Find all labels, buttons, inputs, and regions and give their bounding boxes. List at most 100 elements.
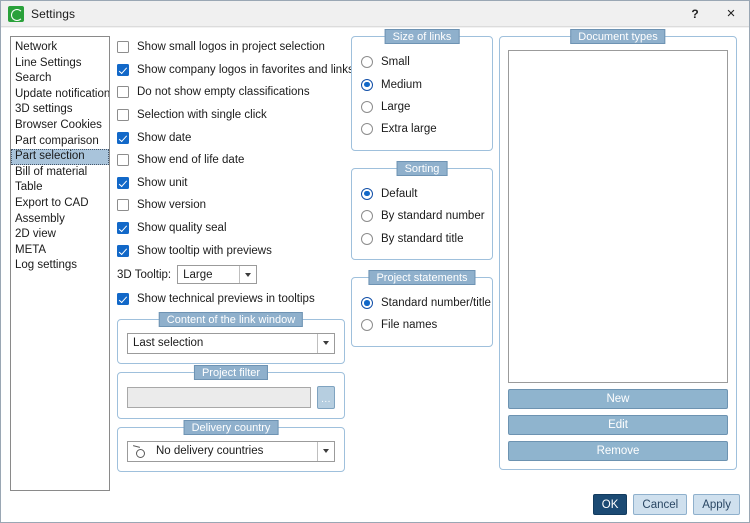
radio-label: Large — [381, 100, 411, 113]
radio-row-large[interactable]: Large — [361, 96, 483, 118]
radio-label: Small — [381, 56, 410, 69]
window-title: Settings — [31, 6, 76, 21]
checkbox-label: Do not show empty classifications — [137, 86, 310, 99]
chevron-down-icon[interactable] — [317, 441, 334, 461]
checkbox-label: Selection with single click — [137, 109, 267, 122]
radio-row-by-standard-number[interactable]: By standard number — [361, 205, 485, 227]
checkbox-show-end-of-life-date[interactable] — [117, 154, 129, 167]
radio-row-by-standard-title[interactable]: By standard title — [361, 227, 483, 249]
sidebar-item-line-settings[interactable]: Line Settings — [15, 56, 82, 69]
checkbox-row-show-small-logos[interactable]: Show small logos in project selection — [117, 36, 345, 59]
sidebar-item-search[interactable]: Search — [15, 72, 52, 85]
chevron-down-icon[interactable] — [317, 333, 334, 353]
checkbox-show-date[interactable] — [117, 131, 129, 144]
checkbox-row-show-tooltip-previews[interactable]: Show tooltip with previews — [117, 239, 345, 262]
settings-category-list[interactable]: Network Line Settings Search Update noti… — [10, 36, 110, 491]
tooltip-3d-row: 3D Tooltip: Large — [117, 262, 345, 288]
delivery-country-value: No delivery countries — [156, 445, 264, 458]
sidebar-item-browser-cookies[interactable]: Browser Cookies — [15, 118, 102, 131]
sidebar-item-update-notification[interactable]: Update notification — [15, 87, 110, 100]
radio-size-small[interactable] — [361, 56, 373, 69]
radio-label: Default — [381, 187, 418, 200]
sidebar-item-log-settings[interactable]: Log settings — [15, 259, 78, 272]
radio-row-small[interactable]: Small — [361, 51, 483, 73]
radio-label: By standard number — [381, 210, 485, 223]
edit-document-type-button[interactable]: Edit — [508, 415, 728, 435]
sidebar-item-assembly[interactable]: Assembly — [15, 212, 65, 225]
sidebar-item-2d-view[interactable]: 2D view — [15, 228, 56, 241]
dialog-footer: OK Cancel Apply — [592, 494, 740, 515]
radio-row-standard-number-title[interactable]: Standard number/title — [361, 292, 491, 314]
checkbox-row-show-end-of-life-date[interactable]: Show end of life date — [117, 149, 345, 172]
sidebar-item-bill-of-material[interactable]: Bill of material — [15, 165, 88, 178]
close-icon[interactable]: × — [726, 5, 736, 22]
radio-row-medium[interactable]: Medium — [361, 73, 483, 95]
new-document-type-button[interactable]: New — [508, 389, 728, 409]
checkbox-label: Show company logos in favorites and link… — [137, 63, 354, 76]
checkbox-show-company-logos[interactable] — [117, 63, 129, 76]
radio-size-large[interactable] — [361, 100, 373, 113]
checkbox-technical-previews[interactable] — [117, 293, 129, 306]
radio-sort-standard-title[interactable] — [361, 232, 373, 245]
delivery-country-select[interactable]: No delivery countries — [127, 440, 335, 462]
radio-sort-standard-number[interactable] — [361, 210, 373, 223]
link-window-select[interactable]: Last selection — [127, 332, 335, 354]
checkbox-show-version[interactable] — [117, 199, 129, 212]
checkbox-row-show-version[interactable]: Show version — [117, 194, 345, 217]
checkbox-show-small-logos[interactable] — [117, 41, 129, 54]
checkbox-show-unit[interactable] — [117, 176, 129, 189]
project-filter-browse-button[interactable]: ... — [317, 385, 335, 409]
group-project-statements: Project statements Standard number/title… — [351, 269, 493, 347]
checkbox-label: Show technical previews in tooltips — [137, 293, 315, 306]
checkbox-label: Show end of life date — [137, 154, 245, 167]
cancel-button[interactable]: Cancel — [633, 494, 688, 515]
checkbox-row-technical-previews[interactable]: Show technical previews in tooltips — [117, 288, 345, 311]
checkbox-label: Show version — [137, 199, 207, 212]
tooltip-3d-select[interactable]: Large — [177, 265, 258, 285]
checkbox-single-click-selection[interactable] — [117, 109, 129, 122]
sidebar-item-part-selection[interactable]: Part selection — [11, 149, 109, 165]
radio-row-extra-large[interactable]: Extra large — [361, 118, 483, 140]
checkbox-row-show-date[interactable]: Show date — [117, 126, 345, 149]
sidebar-item-network[interactable]: Network — [15, 41, 58, 53]
radio-size-medium[interactable] — [361, 78, 373, 91]
checkbox-row-show-quality-seal[interactable]: Show quality seal — [117, 217, 345, 240]
document-types-list[interactable] — [508, 50, 728, 383]
remove-document-type-button[interactable]: Remove — [508, 441, 728, 461]
dialog-body: Network Line Settings Search Update noti… — [1, 28, 749, 522]
radio-sort-default[interactable] — [361, 187, 373, 200]
radio-row-default[interactable]: Default — [361, 183, 483, 205]
apply-button[interactable]: Apply — [693, 494, 740, 515]
chevron-down-icon[interactable] — [239, 266, 256, 284]
checkbox-label: Show quality seal — [137, 222, 227, 235]
link-window-value: Last selection — [133, 337, 204, 350]
group-sorting: Sorting Default By standard number By st… — [351, 160, 493, 260]
group-legend: Project filter — [193, 364, 269, 380]
checkbox-hide-empty-classifications[interactable] — [117, 86, 129, 99]
sidebar-item-part-comparison[interactable]: Part comparison — [15, 134, 99, 147]
group-legend: Sorting — [396, 160, 448, 176]
radio-label: Extra large — [381, 123, 437, 136]
radio-row-file-names[interactable]: File names — [361, 314, 483, 336]
group-size-of-links: Size of links Small Medium Large — [351, 29, 493, 151]
radio-column: Size of links Small Medium Large — [351, 29, 493, 347]
sidebar-item-3d-settings[interactable]: 3D settings — [15, 103, 73, 116]
checkbox-row-show-company-logos[interactable]: Show company logos in favorites and link… — [117, 59, 354, 82]
project-filter-input[interactable] — [127, 386, 311, 408]
help-icon[interactable]: ? — [691, 6, 699, 21]
group-link-window: Content of the link window Last selectio… — [117, 311, 345, 364]
radio-statement-file-names[interactable] — [361, 319, 373, 332]
checkbox-label: Show date — [137, 131, 192, 144]
checkbox-row-single-click-selection[interactable]: Selection with single click — [117, 104, 345, 127]
sidebar-item-table[interactable]: Table — [15, 181, 43, 194]
radio-statement-standard-number-title[interactable] — [361, 296, 373, 309]
checkbox-row-hide-empty-classifications[interactable]: Do not show empty classifications — [117, 81, 345, 104]
radio-size-extra-large[interactable] — [361, 123, 373, 136]
sidebar-item-meta[interactable]: META — [15, 243, 47, 256]
checkbox-show-tooltip-previews[interactable] — [117, 244, 129, 257]
options-column: Show small logos in project selection Sh… — [117, 36, 354, 472]
sidebar-item-export-to-cad[interactable]: Export to CAD — [15, 196, 89, 209]
checkbox-row-show-unit[interactable]: Show unit — [117, 172, 345, 195]
ok-button[interactable]: OK — [592, 494, 628, 515]
checkbox-show-quality-seal[interactable] — [117, 222, 129, 235]
